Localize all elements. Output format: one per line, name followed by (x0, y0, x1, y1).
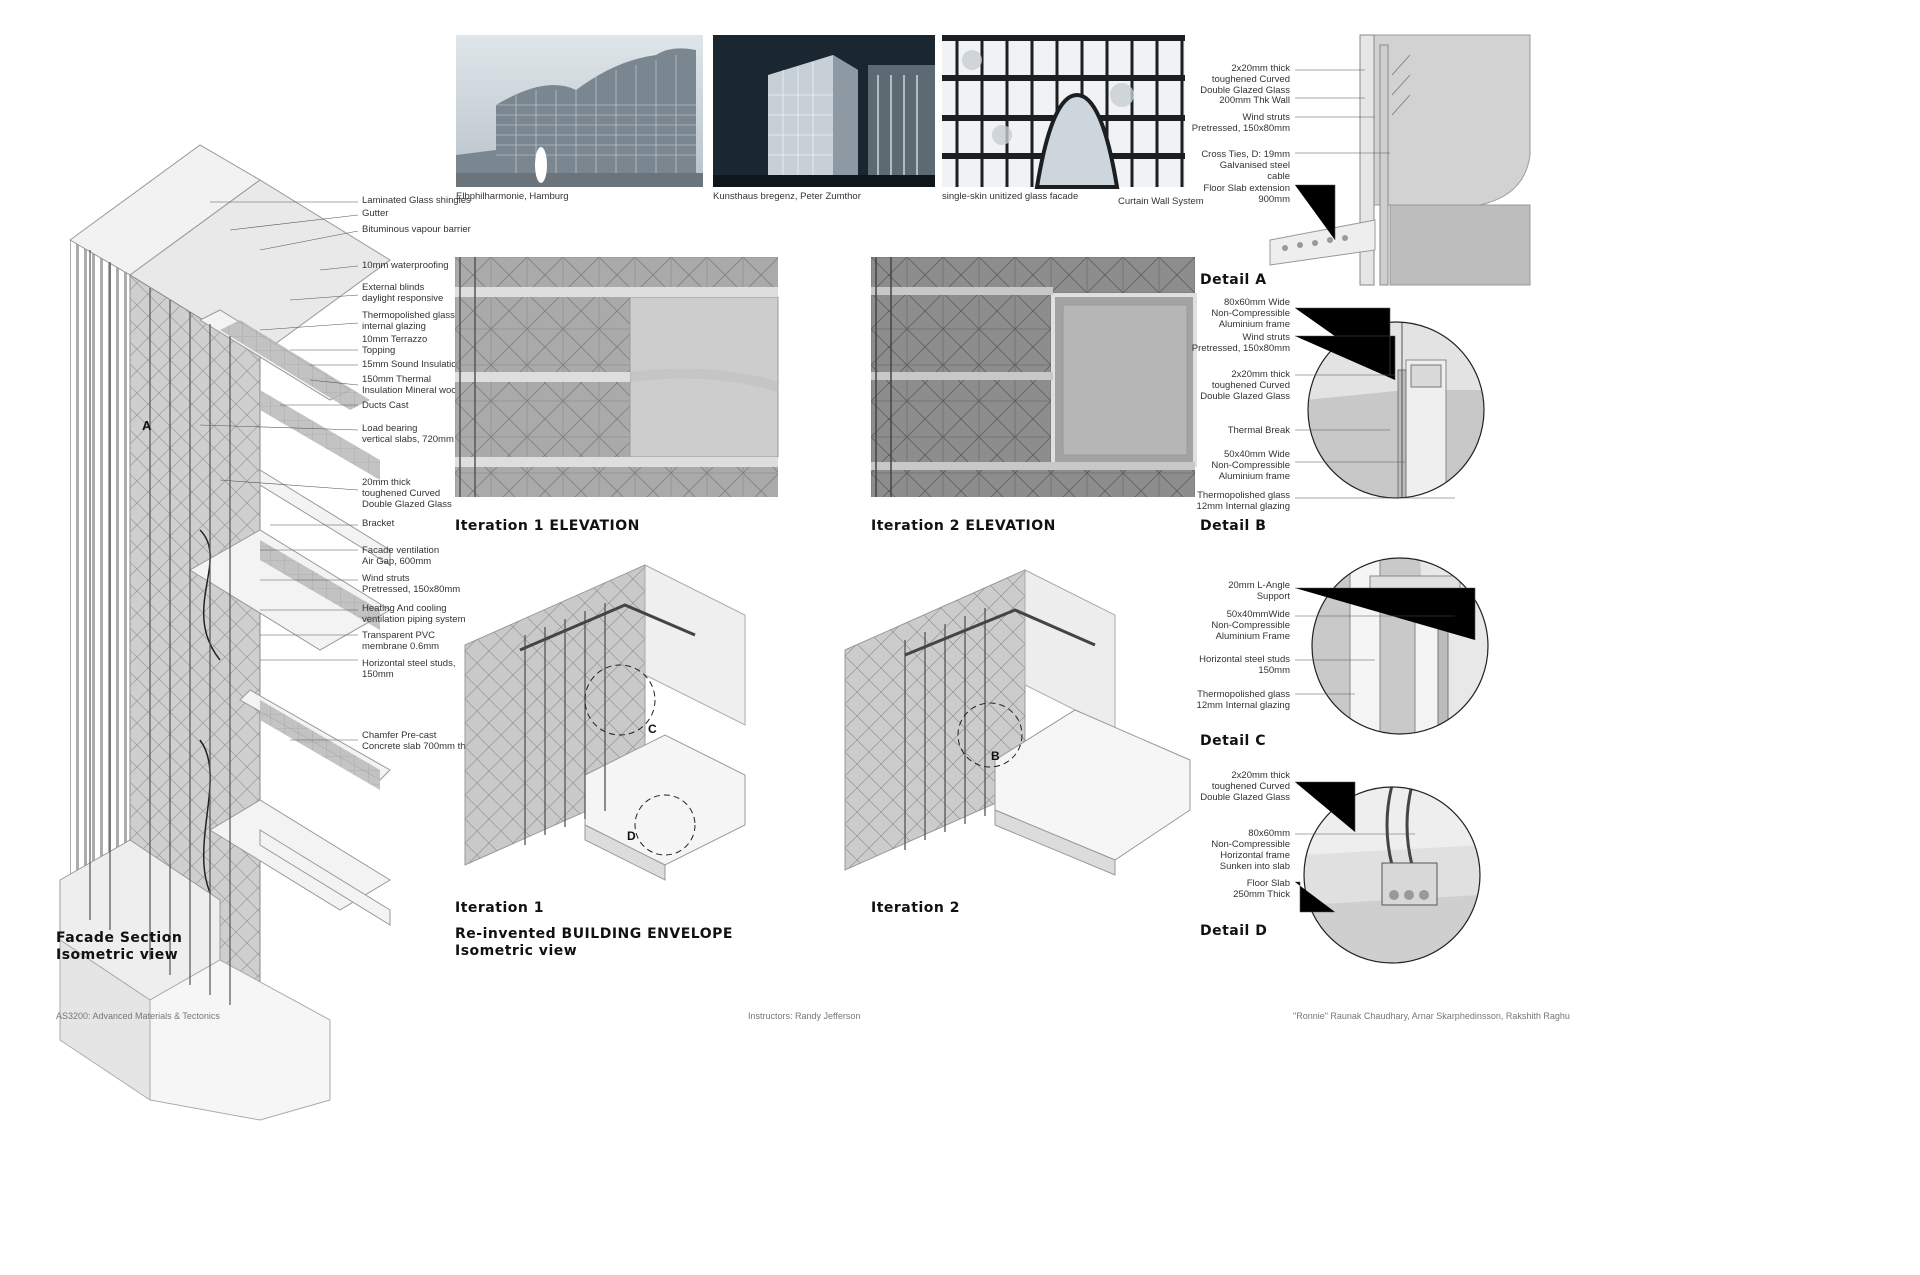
detail-c-title: Detail C (1200, 733, 1267, 749)
detail-b-label: 2x20mm thick toughened Curved Double Gla… (1200, 369, 1290, 402)
facade-label: Chamfer Pre-cast Concrete slab 700mm thi… (362, 730, 477, 752)
facade-label: Facade ventilation Air Gap, 600mm (362, 545, 440, 567)
detail-b-label: Wind struts Pretressed, 150x80mm (1191, 332, 1290, 354)
detail-b-drawing (1307, 321, 1485, 499)
detail-d-drawing (1303, 786, 1481, 964)
iso-marker-d: D (627, 829, 636, 843)
iteration-1-elevation-drawing (455, 257, 780, 497)
facade-section-title: Facade Section Isometric view (56, 930, 183, 963)
photo-caption: Elbphilharmonie, Hamburg (456, 191, 569, 202)
footer-instructors: Instructors: Randy Jefferson (748, 1011, 861, 1021)
detail-a-leaders (1295, 69, 1390, 240)
detail-b-label: Thermal Break (1227, 425, 1290, 436)
detail-b-label: 80x60mm Wide Non-Compressible Aluminium … (1211, 297, 1290, 330)
facade-label: 15mm Sound Insulation (362, 359, 462, 370)
facade-label: Transparent PVC membrane 0.6mm (362, 630, 440, 652)
facade-label: Wind struts Pretressed, 150x80mm (362, 573, 461, 595)
iteration-1-isometric-drawing: C D (464, 564, 746, 881)
facade-label: Heating And cooling ventilation piping s… (362, 603, 466, 625)
detail-a-label: Floor Slab extension 900mm (1203, 183, 1290, 205)
iteration-1-elevation-title: Iteration 1 ELEVATION (455, 518, 640, 534)
facade-label: Laminated Glass shingles (362, 195, 471, 206)
facade-label: Gutter (362, 208, 389, 219)
detail-d-label: Floor Slab 250mm Thick (1233, 878, 1290, 900)
iso-marker-b: B (991, 749, 1000, 763)
iso-marker-c: C (648, 722, 657, 736)
photo-caption: Kunsthaus bregenz, Peter Zumthor (713, 191, 861, 202)
detail-a-label: 2x20mm thick toughened Curved Double Gla… (1200, 63, 1290, 96)
detail-c-label: 50x40mmWide Non-Compressible Aluminium F… (1211, 609, 1290, 642)
detail-b-leaders (1295, 307, 1455, 499)
detail-a-drawing (1269, 34, 1531, 286)
photo-caption: single-skin unitized glass facade (942, 191, 1079, 202)
footer-authors: "Ronnie" Raunak Chaudhary, Arnar Skarphe… (1293, 1011, 1570, 1021)
iteration-2-title: Iteration 2 (871, 900, 960, 916)
detail-c-leaders (1295, 587, 1476, 695)
detail-c-label: Horizontal steel studs 150mm (1199, 654, 1290, 676)
footer-course: AS3200: Advanced Materials & Tectonics (56, 1011, 220, 1021)
facade-label: External blinds daylight responsive (362, 282, 444, 304)
curtain-wall-caption: Curtain Wall System (1118, 196, 1204, 207)
facade-label: 20mm thick toughened Curved Double Glaze… (362, 477, 452, 510)
detail-d-label: 2x20mm thick toughened Curved Double Gla… (1200, 770, 1290, 803)
facade-label: Ducts Cast (362, 400, 409, 411)
detail-a-label: Cross Ties, D: 19mm Galvanised steel cab… (1201, 149, 1290, 182)
facade-label: Bituminous vapour barrier (362, 224, 471, 235)
iteration-2-isometric-drawing: B (844, 569, 1191, 876)
photo-elbphilharmonie (456, 35, 703, 188)
facade-label: 10mm waterproofing (362, 260, 449, 271)
facade-marker-a: A (142, 418, 152, 433)
detail-d-title: Detail D (1200, 923, 1268, 939)
detail-b-label: Thermopolished glass 12mm Internal glazi… (1196, 490, 1290, 512)
facade-label: 150mm Thermal Insulation Mineral wool (362, 374, 459, 396)
iteration-2-elevation-title: Iteration 2 ELEVATION (871, 518, 1056, 534)
detail-d-leaders (1295, 781, 1415, 913)
detail-d-label: 80x60mm Non-Compressible Horizontal fram… (1211, 828, 1290, 872)
photo-kunsthaus (713, 35, 935, 187)
facade-label: Bracket (362, 518, 395, 529)
detail-b-title: Detail B (1200, 518, 1267, 534)
facade-label: 10mm Terrazzo Topping (362, 334, 428, 356)
detail-c-label: Thermopolished glass 12mm Internal glazi… (1196, 689, 1290, 711)
detail-c-label: 20mm L-Angle Support (1228, 580, 1290, 602)
detail-a-title: Detail A (1200, 272, 1267, 288)
detail-a-label: Wind struts Pretressed, 150x80mm (1191, 112, 1290, 134)
envelope-title: Re-invented BUILDING ENVELOPE Isometric … (455, 926, 733, 959)
detail-b-label: 50x40mm Wide Non-Compressible Aluminium … (1211, 449, 1290, 482)
iteration-2-elevation-drawing (871, 257, 1197, 497)
photo-unitized-glass (942, 35, 1185, 189)
facade-section-drawing: A (59, 144, 391, 1121)
facade-label: Horizontal steel studs, 150mm (362, 658, 456, 680)
iteration-1-title: Iteration 1 (455, 900, 544, 916)
detail-a-label: 200mm Thk Wall (1219, 95, 1290, 106)
